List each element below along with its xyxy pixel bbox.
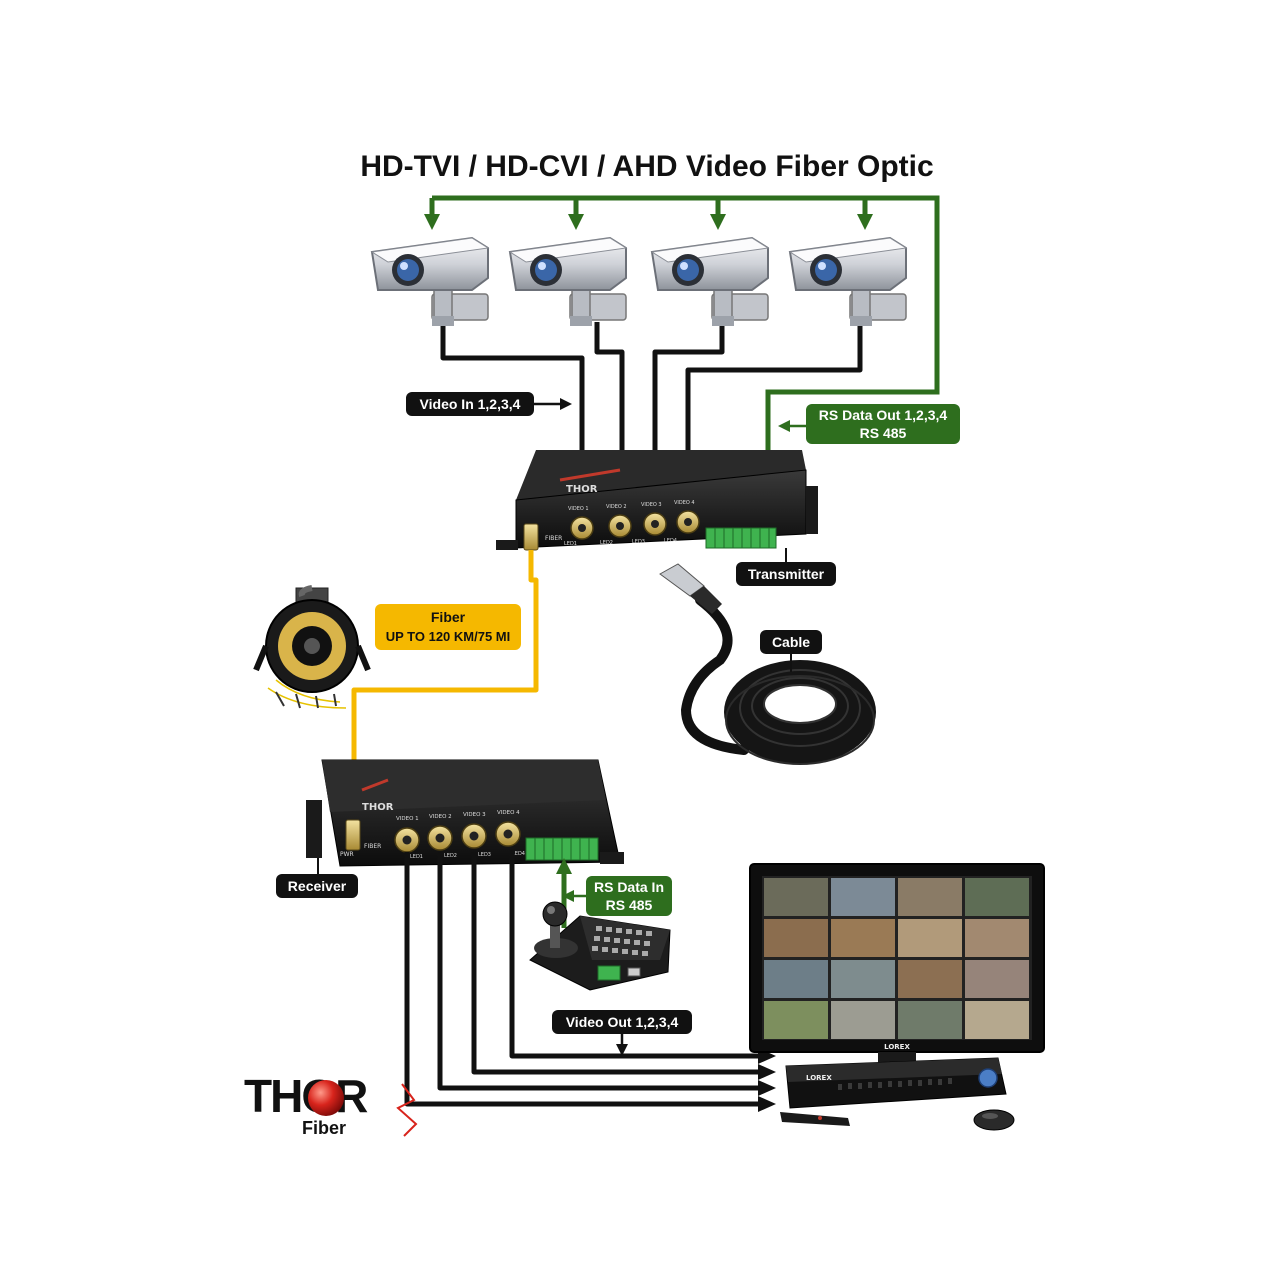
rs485-out-arrows — [424, 214, 873, 230]
rs-out-text-2: RS 485 — [860, 425, 907, 441]
fiber-label: Fiber UP TO 120 KM/75 MI — [375, 604, 521, 650]
transmitter-label: Transmitter — [736, 548, 836, 586]
svg-text:THOR: THOR — [362, 802, 394, 813]
rs-in-text-1: RS Data In — [594, 879, 664, 895]
video-out-text: Video Out 1,2,3,4 — [566, 1014, 679, 1030]
receiver-device: THOR PWR FIBER VIDEO 1 VIDEO 2 VIDEO 3 V… — [306, 759, 624, 867]
camera-1 — [370, 236, 490, 326]
fiber-text-1: Fiber — [431, 609, 466, 625]
rx-port-4: VIDEO 4 — [497, 810, 520, 816]
rx-port-3: VIDEO 3 — [463, 812, 486, 818]
video-out-label: Video Out 1,2,3,4 — [552, 1010, 692, 1056]
video-out-arrows — [758, 1048, 776, 1112]
svg-text:THOR: THOR — [566, 484, 598, 495]
rx-port-1: VIDEO 1 — [396, 816, 419, 822]
receiver-text: Receiver — [288, 878, 347, 894]
ptz-controller — [529, 901, 671, 991]
tx-bnc-ports — [570, 510, 700, 540]
rx-led-3: LED3 — [478, 852, 491, 858]
tx-led-3: LED3 — [632, 539, 645, 545]
page-title: HD-TVI / HD-CVI / AHD Video Fiber Optic — [360, 150, 933, 183]
monitor-brand: LOREX — [884, 1043, 910, 1051]
rx-fiber-label: FIBER — [364, 843, 381, 850]
rx-port-2: VIDEO 2 — [429, 814, 452, 820]
video-in-cables — [440, 320, 863, 455]
rs-data-out-label: RS Data Out 1,2,3,4 RS 485 — [778, 404, 960, 444]
rx-led-1: LED1 — [410, 854, 423, 860]
dvr-brand: LOREX — [806, 1074, 832, 1082]
rs-out-text-1: RS Data Out 1,2,3,4 — [819, 407, 948, 423]
logo-word: THOR — [244, 1070, 368, 1122]
tx-port-3: VIDEO 3 — [641, 502, 662, 508]
fiber-text-2: UP TO 120 KM/75 MI — [386, 629, 511, 644]
lightning-icon — [396, 1083, 418, 1137]
receiver-label: Receiver — [276, 858, 358, 898]
rx-bnc-ports — [394, 821, 521, 853]
cable-text: Cable — [772, 634, 810, 650]
dvr: LOREX — [780, 1057, 1015, 1131]
tx-fiber-label: FIBER — [545, 535, 562, 542]
tx-led-4: LED4 — [664, 538, 677, 544]
video-in-label: Video In 1,2,3,4 — [406, 392, 572, 416]
fiber-reel — [253, 585, 371, 709]
monitor-video-grid — [764, 878, 1029, 1039]
tx-led-2: LED2 — [600, 540, 613, 546]
transmitter-text: Transmitter — [748, 566, 825, 582]
rx-led-2: LED2 — [444, 853, 457, 859]
coax-cable — [659, 563, 876, 765]
camera-3 — [650, 236, 770, 326]
tx-led-1: LED1 — [564, 541, 577, 547]
transmitter-device: THOR FIBER VIDEO 1 VIDEO 2 VIDEO 3 VIDEO… — [496, 450, 818, 551]
tx-port-2: VIDEO 2 — [606, 504, 627, 510]
cable-label: Cable — [760, 630, 822, 672]
tx-port-1: VIDEO 1 — [568, 506, 589, 512]
monitor: LOREX — [749, 863, 1045, 1064]
video-in-text: Video In 1,2,3,4 — [420, 396, 521, 412]
rs485-out-lines — [429, 195, 940, 530]
logo-sub: Fiber — [302, 1118, 346, 1138]
rx-led-4: LED4 — [512, 851, 525, 857]
globe-icon — [308, 1080, 344, 1116]
camera-2 — [508, 236, 628, 326]
camera-4 — [788, 236, 908, 326]
rs-data-in-label: RS Data In RS 485 — [586, 876, 672, 916]
fiber-line — [351, 550, 539, 835]
rs-in-text-2: RS 485 — [606, 897, 653, 913]
rx-power-label: PWR — [340, 851, 354, 858]
thor-fiber-logo: THOR Fiber — [244, 1070, 418, 1138]
tx-port-4: VIDEO 4 — [674, 500, 695, 506]
